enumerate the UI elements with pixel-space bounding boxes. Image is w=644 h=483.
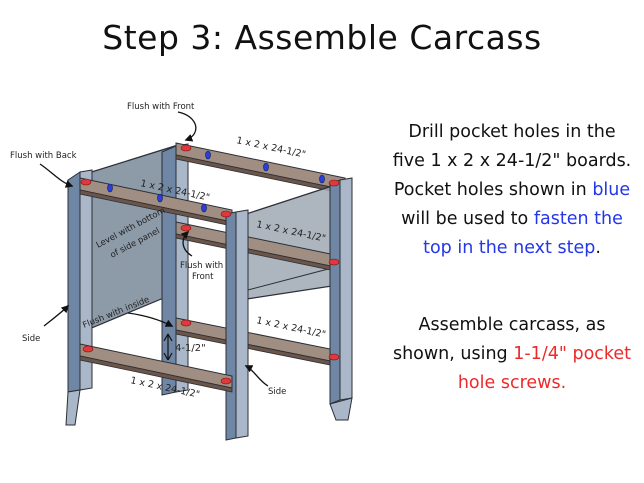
label-flush-with-back: Flush with Back: [10, 151, 77, 161]
board-low-front: [79, 343, 233, 393]
label-board-top-back: 1 x 2 x 24-1/2": [235, 135, 306, 160]
back-left-leg: [65, 169, 93, 426]
instructions-paragraph-1: Drill pocket holes in the five 1 x 2 x 2…: [392, 118, 632, 263]
instructions-text: .: [595, 238, 601, 258]
label-gap-measurement: 4-1/2": [175, 343, 206, 354]
instructions-text: Drill pocket holes in the five 1 x 2 x 2…: [392, 122, 632, 200]
label-flush-with-front-mid-1: Flush with: [180, 261, 223, 271]
label-flush-with-front-mid-2: Front: [192, 272, 214, 282]
board-top-front: [79, 177, 233, 227]
label-flush-with-front-top: Flush with Front: [127, 102, 195, 112]
instructions-blue-word: blue: [592, 180, 631, 200]
page-title: Step 3: Assemble Carcass: [102, 18, 542, 57]
instructions-text: will be used to: [401, 209, 534, 229]
front-right-leg: [329, 177, 353, 421]
gap-measurement: [163, 333, 173, 361]
callout-arrows: [39, 111, 269, 387]
pocket-holes-red: [80, 144, 340, 385]
front-left-leg: [225, 209, 249, 441]
pocket-holes-blue: [107, 150, 325, 213]
instructions-red-phrase: 1-1/4" pocket hole screws.: [457, 344, 632, 393]
board-mid-front: [175, 221, 346, 274]
label-side-left: Side: [22, 334, 40, 344]
instructions-blue-phrase: fasten the top in the next step: [423, 209, 623, 258]
instructions-panel: Drill pocket holes in the five 1 x 2 x 2…: [392, 118, 632, 398]
instructions-text: Assemble carcass, as shown, using: [392, 315, 606, 364]
instructions-paragraph-2: Assemble carcass, as shown, using 1-1/4"…: [392, 311, 632, 398]
label-side-right: Side: [268, 387, 286, 397]
